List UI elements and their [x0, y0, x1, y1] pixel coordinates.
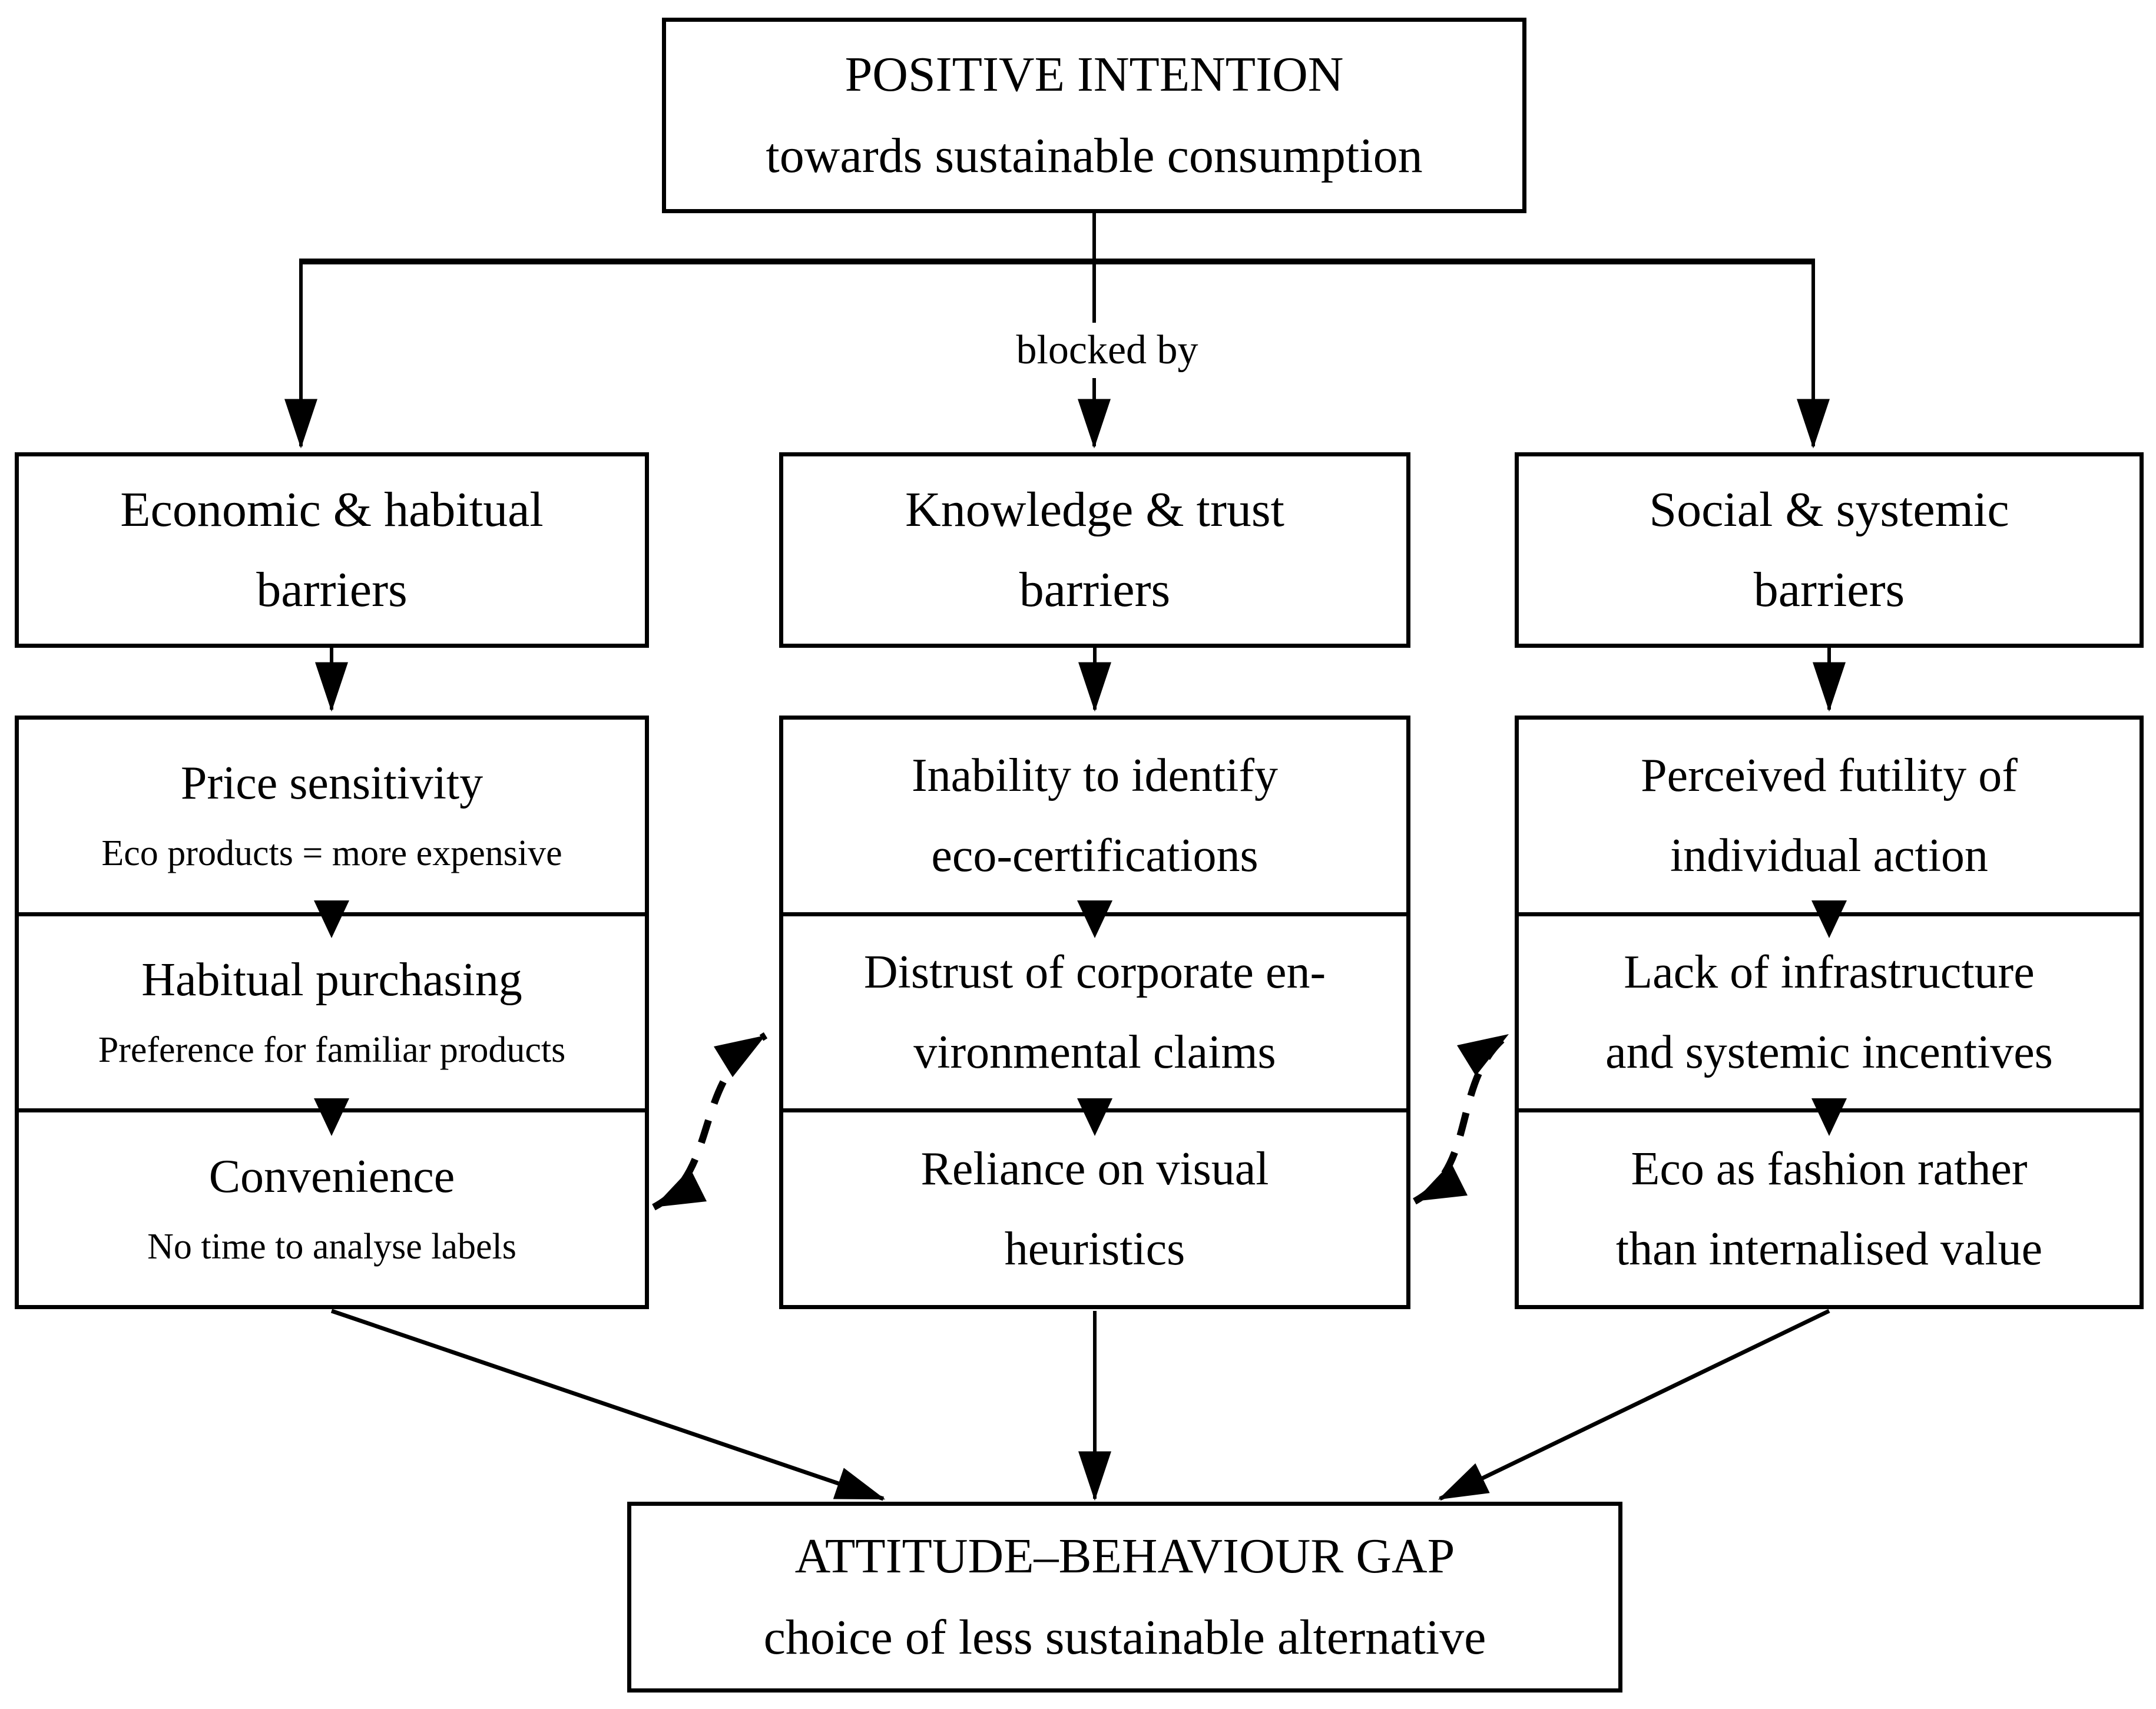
positive-intention-subtitle: towards sustainable consumption — [766, 128, 1423, 183]
perceived-futility-cell: Perceived futility of individual action — [1519, 720, 2140, 912]
habitual-purchasing-cell: Habitual purchasing Preference for famil… — [19, 912, 645, 1109]
header-line: Economic & habitual — [120, 482, 544, 537]
header-line: Knowledge & trust — [905, 482, 1284, 537]
price-sensitivity-cell: Price sensitivity Eco products = more ex… — [19, 720, 645, 912]
cell-title: Inability to identify — [911, 750, 1279, 802]
positive-intention-title: POSITIVE INTENTION — [844, 47, 1344, 102]
header-line: barriers — [1753, 562, 1905, 617]
attitude-behaviour-gap-box: ATTITUDE–BEHAVIOUR GAP choice of less su… — [627, 1502, 1622, 1693]
cell-title: Convenience — [208, 1150, 455, 1203]
cell-title: Lack of infrastructure — [1624, 946, 2035, 998]
header-line: Social & systemic — [1649, 482, 2009, 537]
knowledge-trust-header-box: Knowledge & trust barriers — [779, 452, 1410, 648]
converge-arrow-right — [1438, 1309, 1830, 1501]
social-systemic-header-box: Social & systemic barriers — [1515, 452, 2144, 648]
cell-title: vironmental claims — [913, 1026, 1276, 1078]
header-line: barriers — [256, 562, 408, 617]
economic-habitual-header-box: Economic & habitual barriers — [15, 452, 649, 648]
gap-title: ATTITUDE–BEHAVIOUR GAP — [794, 1529, 1455, 1584]
economic-habitual-stack: Price sensitivity Eco products = more ex… — [15, 716, 649, 1309]
cell-title: and systemic incentives — [1605, 1026, 2053, 1078]
corporate-claims-cell: Distrust of corporate en- vironmental cl… — [783, 912, 1406, 1109]
cell-title: Perceived futility of — [1641, 750, 2018, 802]
eco-fashion-cell: Eco as fashion rather than internalised … — [1519, 1108, 2140, 1305]
positive-intention-box: POSITIVE INTENTION towards sustainable c… — [662, 18, 1526, 213]
eco-certifications-cell: Inability to identify eco-certifications — [783, 720, 1406, 912]
dashed-link-econ-know — [652, 1032, 768, 1211]
intercell-arrows-knowledge — [1077, 900, 1112, 1136]
cell-subtitle: No time to analyse labels — [147, 1226, 516, 1267]
cell-subtitle: Preference for familiar products — [98, 1030, 566, 1070]
header-line: barriers — [1019, 562, 1171, 617]
converge-arrow-left — [330, 1309, 886, 1501]
cell-title: Distrust of corporate en- — [863, 946, 1326, 998]
knowledge-trust-stack: Inability to identify eco-certifications… — [779, 716, 1410, 1309]
blocked-by-label: blocked by — [998, 323, 1216, 378]
social-systemic-stack: Perceived futility of individual action … — [1515, 716, 2144, 1309]
cell-title: individual action — [1670, 830, 1988, 882]
cell-title: Eco as fashion rather — [1631, 1142, 2028, 1195]
cell-title: Habitual purchasing — [141, 954, 522, 1006]
dashed-link-know-soc — [1413, 1031, 1511, 1205]
intercell-arrows-economic — [314, 900, 349, 1136]
intercell-arrows-social — [1811, 900, 1847, 1136]
gap-subtitle: choice of less sustainable alternative — [763, 1610, 1486, 1665]
cell-title: Price sensitivity — [180, 757, 483, 810]
cell-title: eco-certifications — [931, 830, 1259, 882]
cell-subtitle: Eco products = more expensive — [101, 833, 562, 874]
cell-title: heuristics — [1004, 1223, 1185, 1275]
cell-title: Reliance on visual — [920, 1142, 1269, 1195]
cell-title: than internalised value — [1615, 1223, 2043, 1275]
